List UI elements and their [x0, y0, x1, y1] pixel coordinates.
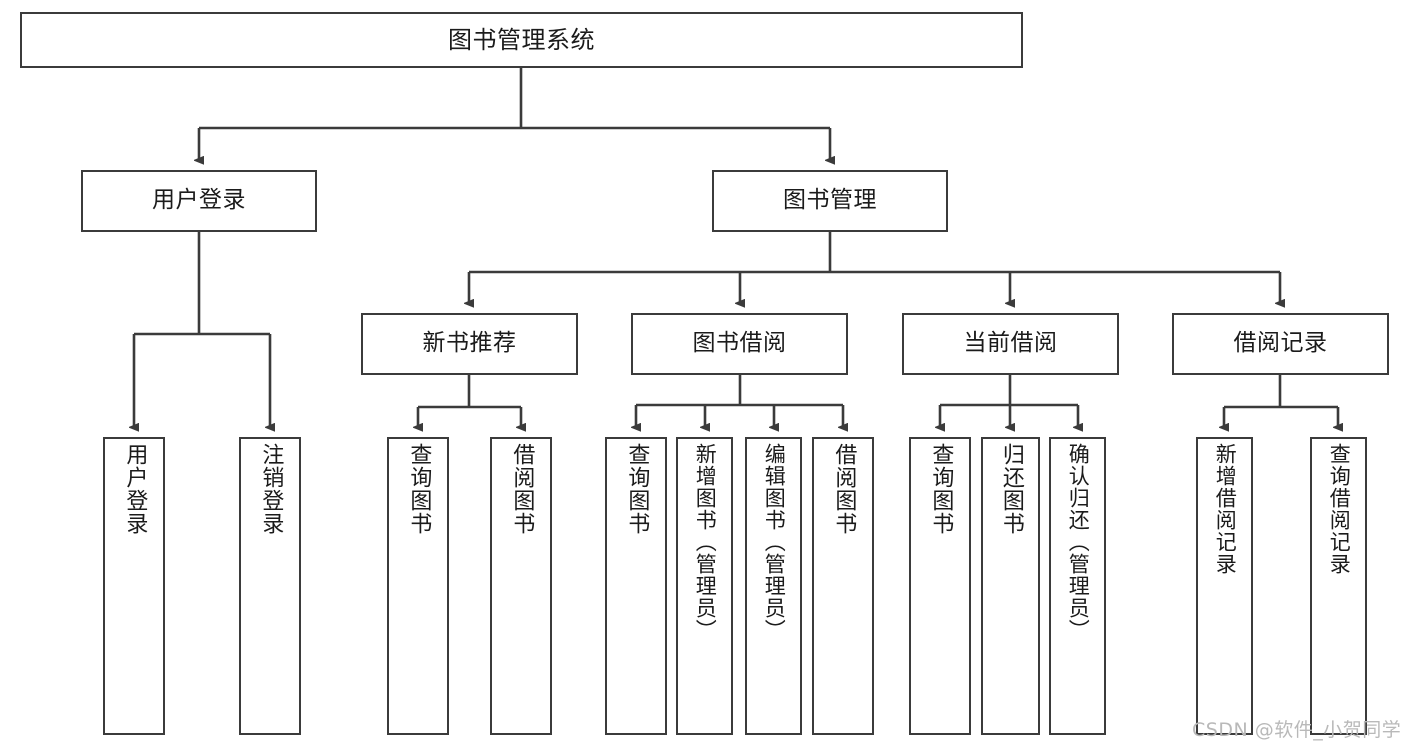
node-current-borrowing[interactable]: 当前借阅: [902, 313, 1119, 375]
node-root-book-management-system[interactable]: 图书管理系统: [20, 12, 1023, 68]
node-book-management[interactable]: 图书管理: [712, 170, 948, 232]
node-label: 当前借阅: [963, 330, 1058, 357]
node-label: 新书推荐: [422, 330, 517, 357]
node-leaf-borrow-book-newbook[interactable]: 借阅图书: [490, 437, 552, 735]
node-label: 借阅图书: [831, 443, 857, 535]
new-book-rec-to-leaves-edges: [418, 375, 521, 427]
node-leaf-user-login[interactable]: 用户登录: [103, 437, 165, 735]
node-leaf-add-borrow-record[interactable]: 新增借阅记录: [1196, 437, 1253, 735]
node-leaf-query-book-borrow[interactable]: 查询图书: [605, 437, 667, 735]
node-label: 用户登录: [122, 443, 148, 535]
node-label: 借阅图书: [509, 443, 535, 535]
node-leaf-query-book-newbook[interactable]: 查询图书: [387, 437, 449, 735]
node-label: 编辑图书（管理员）: [762, 443, 787, 641]
node-label: 注销登录: [258, 443, 284, 535]
node-label: 新增借阅记录: [1213, 443, 1238, 575]
node-label: 新增图书（管理员）: [693, 443, 718, 641]
book-borrow-to-leaves-edges: [636, 375, 843, 427]
csdn-watermark: CSDN @软件_小贺同学: [1192, 719, 1402, 741]
node-leaf-query-book-current[interactable]: 查询图书: [909, 437, 971, 735]
root-to-level2-edges: [199, 68, 830, 160]
node-leaf-borrow-book-borrow[interactable]: 借阅图书: [812, 437, 874, 735]
node-label: 图书管理: [783, 187, 877, 214]
node-label: 查询图书: [406, 443, 432, 535]
node-leaf-query-borrow-record[interactable]: 查询借阅记录: [1310, 437, 1367, 735]
node-leaf-edit-book-admin[interactable]: 编辑图书（管理员）: [745, 437, 802, 735]
user-login-to-leaves-edges: [134, 232, 270, 427]
node-leaf-confirm-return-admin[interactable]: 确认归还（管理员）: [1049, 437, 1106, 735]
node-label: 用户登录: [152, 187, 246, 214]
node-label: 图书借阅: [692, 330, 787, 357]
node-label: 图书管理系统: [448, 25, 595, 54]
node-label: 确认归还（管理员）: [1066, 443, 1091, 641]
node-book-borrowing[interactable]: 图书借阅: [631, 313, 848, 375]
node-label: 查询图书: [624, 443, 650, 535]
node-label: 查询图书: [928, 443, 954, 535]
node-leaf-add-book-admin[interactable]: 新增图书（管理员）: [676, 437, 733, 735]
node-new-book-recommendation[interactable]: 新书推荐: [361, 313, 578, 375]
node-user-login[interactable]: 用户登录: [81, 170, 317, 232]
borrow-record-to-leaves-edges: [1224, 375, 1338, 427]
node-label: 借阅记录: [1233, 330, 1328, 357]
node-leaf-return-book[interactable]: 归还图书: [981, 437, 1040, 735]
node-borrowing-record[interactable]: 借阅记录: [1172, 313, 1389, 375]
current-borrow-to-leaves-edges: [940, 375, 1078, 427]
node-label: 归还图书: [998, 443, 1024, 535]
node-leaf-logout[interactable]: 注销登录: [239, 437, 301, 735]
node-label: 查询借阅记录: [1327, 443, 1352, 575]
book-manage-to-level3-edges: [469, 232, 1280, 303]
